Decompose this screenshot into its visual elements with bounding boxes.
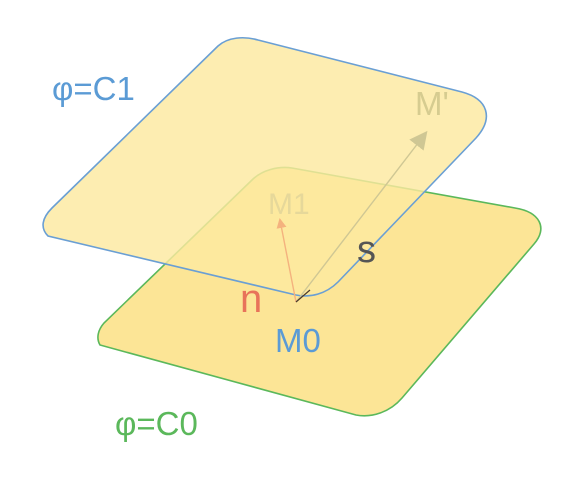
label-m0: M0 <box>275 322 321 359</box>
label-s: s <box>357 229 376 271</box>
label-mprime: M' <box>415 85 449 122</box>
vector-n-arrow <box>276 218 297 303</box>
label-n: n <box>240 277 262 321</box>
plane-top <box>42 36 487 297</box>
vector-s-arrow <box>295 130 428 303</box>
label-plane-top: φ=C1 <box>52 70 135 107</box>
label-plane-bottom: φ=C0 <box>115 405 198 442</box>
m0-tick <box>295 289 311 303</box>
label-m1: M1 <box>268 188 310 221</box>
